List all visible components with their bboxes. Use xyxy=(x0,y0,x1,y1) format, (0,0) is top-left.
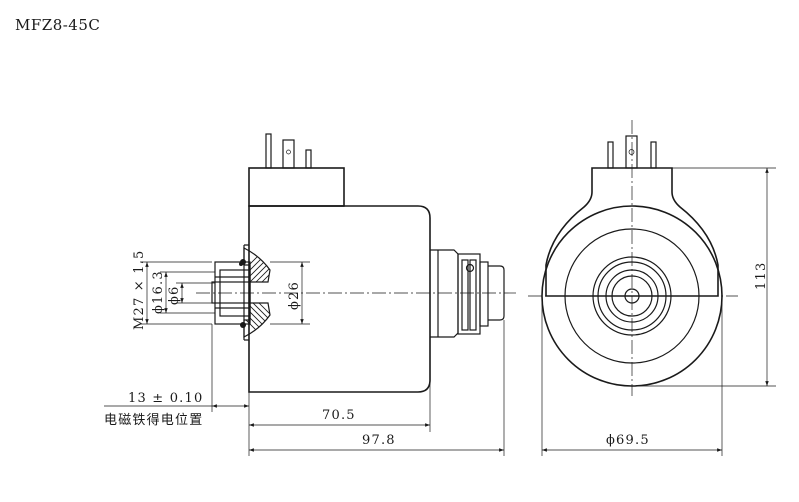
dim-tolerance-13: 13 ± 0.10 xyxy=(128,391,203,406)
dim-length-70-5: 70.5 xyxy=(322,408,356,423)
dim-dia-16-3: ϕ16.3 xyxy=(151,270,166,314)
side-view xyxy=(196,133,516,393)
front-view xyxy=(528,120,738,396)
dim-thread: M27 × 1.5 xyxy=(132,250,147,331)
model-title: MFZ8-45C xyxy=(15,16,101,34)
side-view-dimensions: M27 × 1.5 ϕ16.3 ϕ6 ϕ26 13 ± 0.10 电磁铁得电位置… xyxy=(104,250,505,456)
dim-length-97-8: 97.8 xyxy=(362,433,396,448)
sectioned-flange xyxy=(239,247,271,338)
dim-dia-69-5: ϕ69.5 xyxy=(606,433,650,448)
front-view-dimensions: 113 ϕ69.5 xyxy=(541,167,776,456)
connector-block xyxy=(248,167,345,207)
dim-dia-6: ϕ6 xyxy=(167,285,182,305)
dim-dia-26: ϕ26 xyxy=(287,281,302,310)
terminal-pins xyxy=(265,133,312,169)
armature-position-note: 电磁铁得电位置 xyxy=(104,412,203,428)
rear-cap xyxy=(430,249,505,338)
coil-housing xyxy=(248,205,431,393)
dim-height-113: 113 xyxy=(754,262,769,290)
